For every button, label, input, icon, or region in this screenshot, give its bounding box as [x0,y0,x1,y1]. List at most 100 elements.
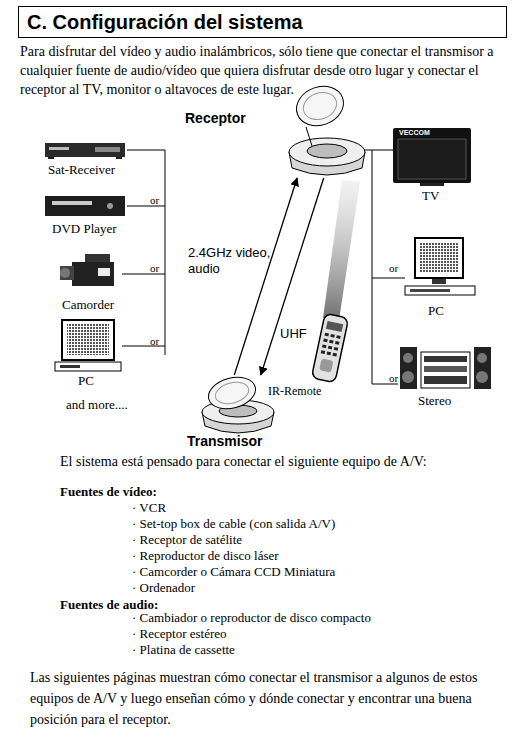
pc-drawing [405,286,475,295]
signal-arrow [261,178,324,375]
list-item: · Set-top box de cable (con salida A/V) [132,516,335,532]
transmitter-drawing [205,372,259,413]
dvd-player-drawing [107,203,113,209]
stereo-drawing [476,371,488,383]
bracket-lines [127,206,165,207]
list-heading: Fuentes de vídeo: [60,484,157,500]
dvd-player-drawing [45,196,125,216]
remote-drawing [323,339,328,343]
source-device: DVD Player [45,194,127,218]
section-heading: C. Configuración del sistema [18,6,507,38]
receiver-drawing [289,138,365,166]
device-label: Camorder [62,297,114,313]
device-label: Receptor [185,110,246,126]
transmitter-drawing [202,372,274,433]
dvd-player-drawing [45,196,125,216]
device-label: PC [428,303,444,319]
transmitter-unit: Transmisor [198,375,278,435]
brand-text: VECCOM [399,129,430,137]
bracket-lines [372,278,405,279]
stereo-drawing [400,347,491,389]
source-device: Camorder [60,252,122,292]
remote-control: IR-Remote [310,312,350,384]
remote-drawing [328,346,333,350]
sat-receiver-drawing [45,143,125,159]
or-note: or [389,262,398,274]
receiver-unit: Receptor [284,80,368,178]
pc-drawing [60,365,80,368]
signal-label: 2.4GHz video, audio [188,245,272,277]
device-label: Transmisor [187,433,262,449]
output-device: Stereo [398,345,492,390]
remote-drawing [319,358,333,372]
list-item: · VCR [132,500,166,516]
output-device: PC [405,236,477,296]
camcorder-drawing [60,254,114,286]
more-note: and more.... [66,397,128,412]
remote-drawing [330,334,335,338]
remote-drawing [336,335,341,339]
or-note: or [389,372,398,384]
remote-drawing [327,351,332,355]
list-item: · Ordenador [132,580,195,596]
stereo-drawing [400,347,417,389]
sat-receiver-drawing [95,147,120,152]
list-item: · Camcorder o Cámara CCD Miniatura [132,564,335,580]
remote-drawing [335,341,340,345]
sat-receiver-drawing [45,143,125,157]
list-item: · Reproductor de disco láser [132,548,279,564]
signal-arrow [234,178,297,375]
device-label: Stereo [418,393,451,409]
remote-drawing [334,347,339,351]
pc-drawing [55,320,121,371]
camcorder-drawing [85,254,110,262]
stereo-drawing [424,376,467,384]
remote-drawing [329,340,334,344]
pc-drawing [432,279,446,284]
intro-paragraph: Para disfrutar del vídeo y audio inalámb… [20,42,512,99]
stereo-drawing [424,366,467,372]
transmitter-drawing [213,379,251,407]
stereo-drawing [424,356,467,362]
or-note: or [150,335,159,347]
stereo-drawing [474,347,491,389]
ir-beam [323,180,360,320]
body-text: El sistema está pensado para conectar el… [60,453,427,470]
source-device: Sat-Receiver [45,140,127,160]
bracket-lines [127,150,165,151]
stereo-drawing [421,352,470,388]
bracket-lines [364,150,393,151]
camcorder-drawing [60,266,74,280]
bracket-lines [165,150,166,355]
stereo-drawing [477,353,487,363]
tv-drawing [393,128,471,186]
stereo-drawing [403,353,413,363]
bracket-lines [372,150,373,384]
remote-drawing [322,344,327,348]
device-label: TV [422,188,439,204]
list-item: · Receptor de satélite [132,532,242,548]
dvd-player-drawing [52,201,92,205]
receiver-drawing [307,144,347,158]
remote-drawing [311,313,348,383]
stereo-drawing [402,371,414,383]
remote-drawing [326,321,343,332]
remote-drawing [332,353,337,357]
camcorder-drawing [72,262,114,286]
list-item: · Cambiador o reproductor de disco compa… [132,610,371,626]
pc-drawing [62,320,114,360]
camcorder-drawing [98,268,110,276]
pc-drawing [420,242,458,273]
source-device: PC [55,318,123,372]
device-label: PC [78,373,94,389]
sat-receiver-drawing [116,157,122,159]
or-note: or [150,262,159,274]
sat-receiver-drawing [49,147,69,150]
receiver-drawing [291,80,349,132]
pc-drawing [405,238,475,295]
remote-drawing [324,333,329,337]
camcorder-drawing [60,268,70,278]
tv-drawing [398,139,466,179]
